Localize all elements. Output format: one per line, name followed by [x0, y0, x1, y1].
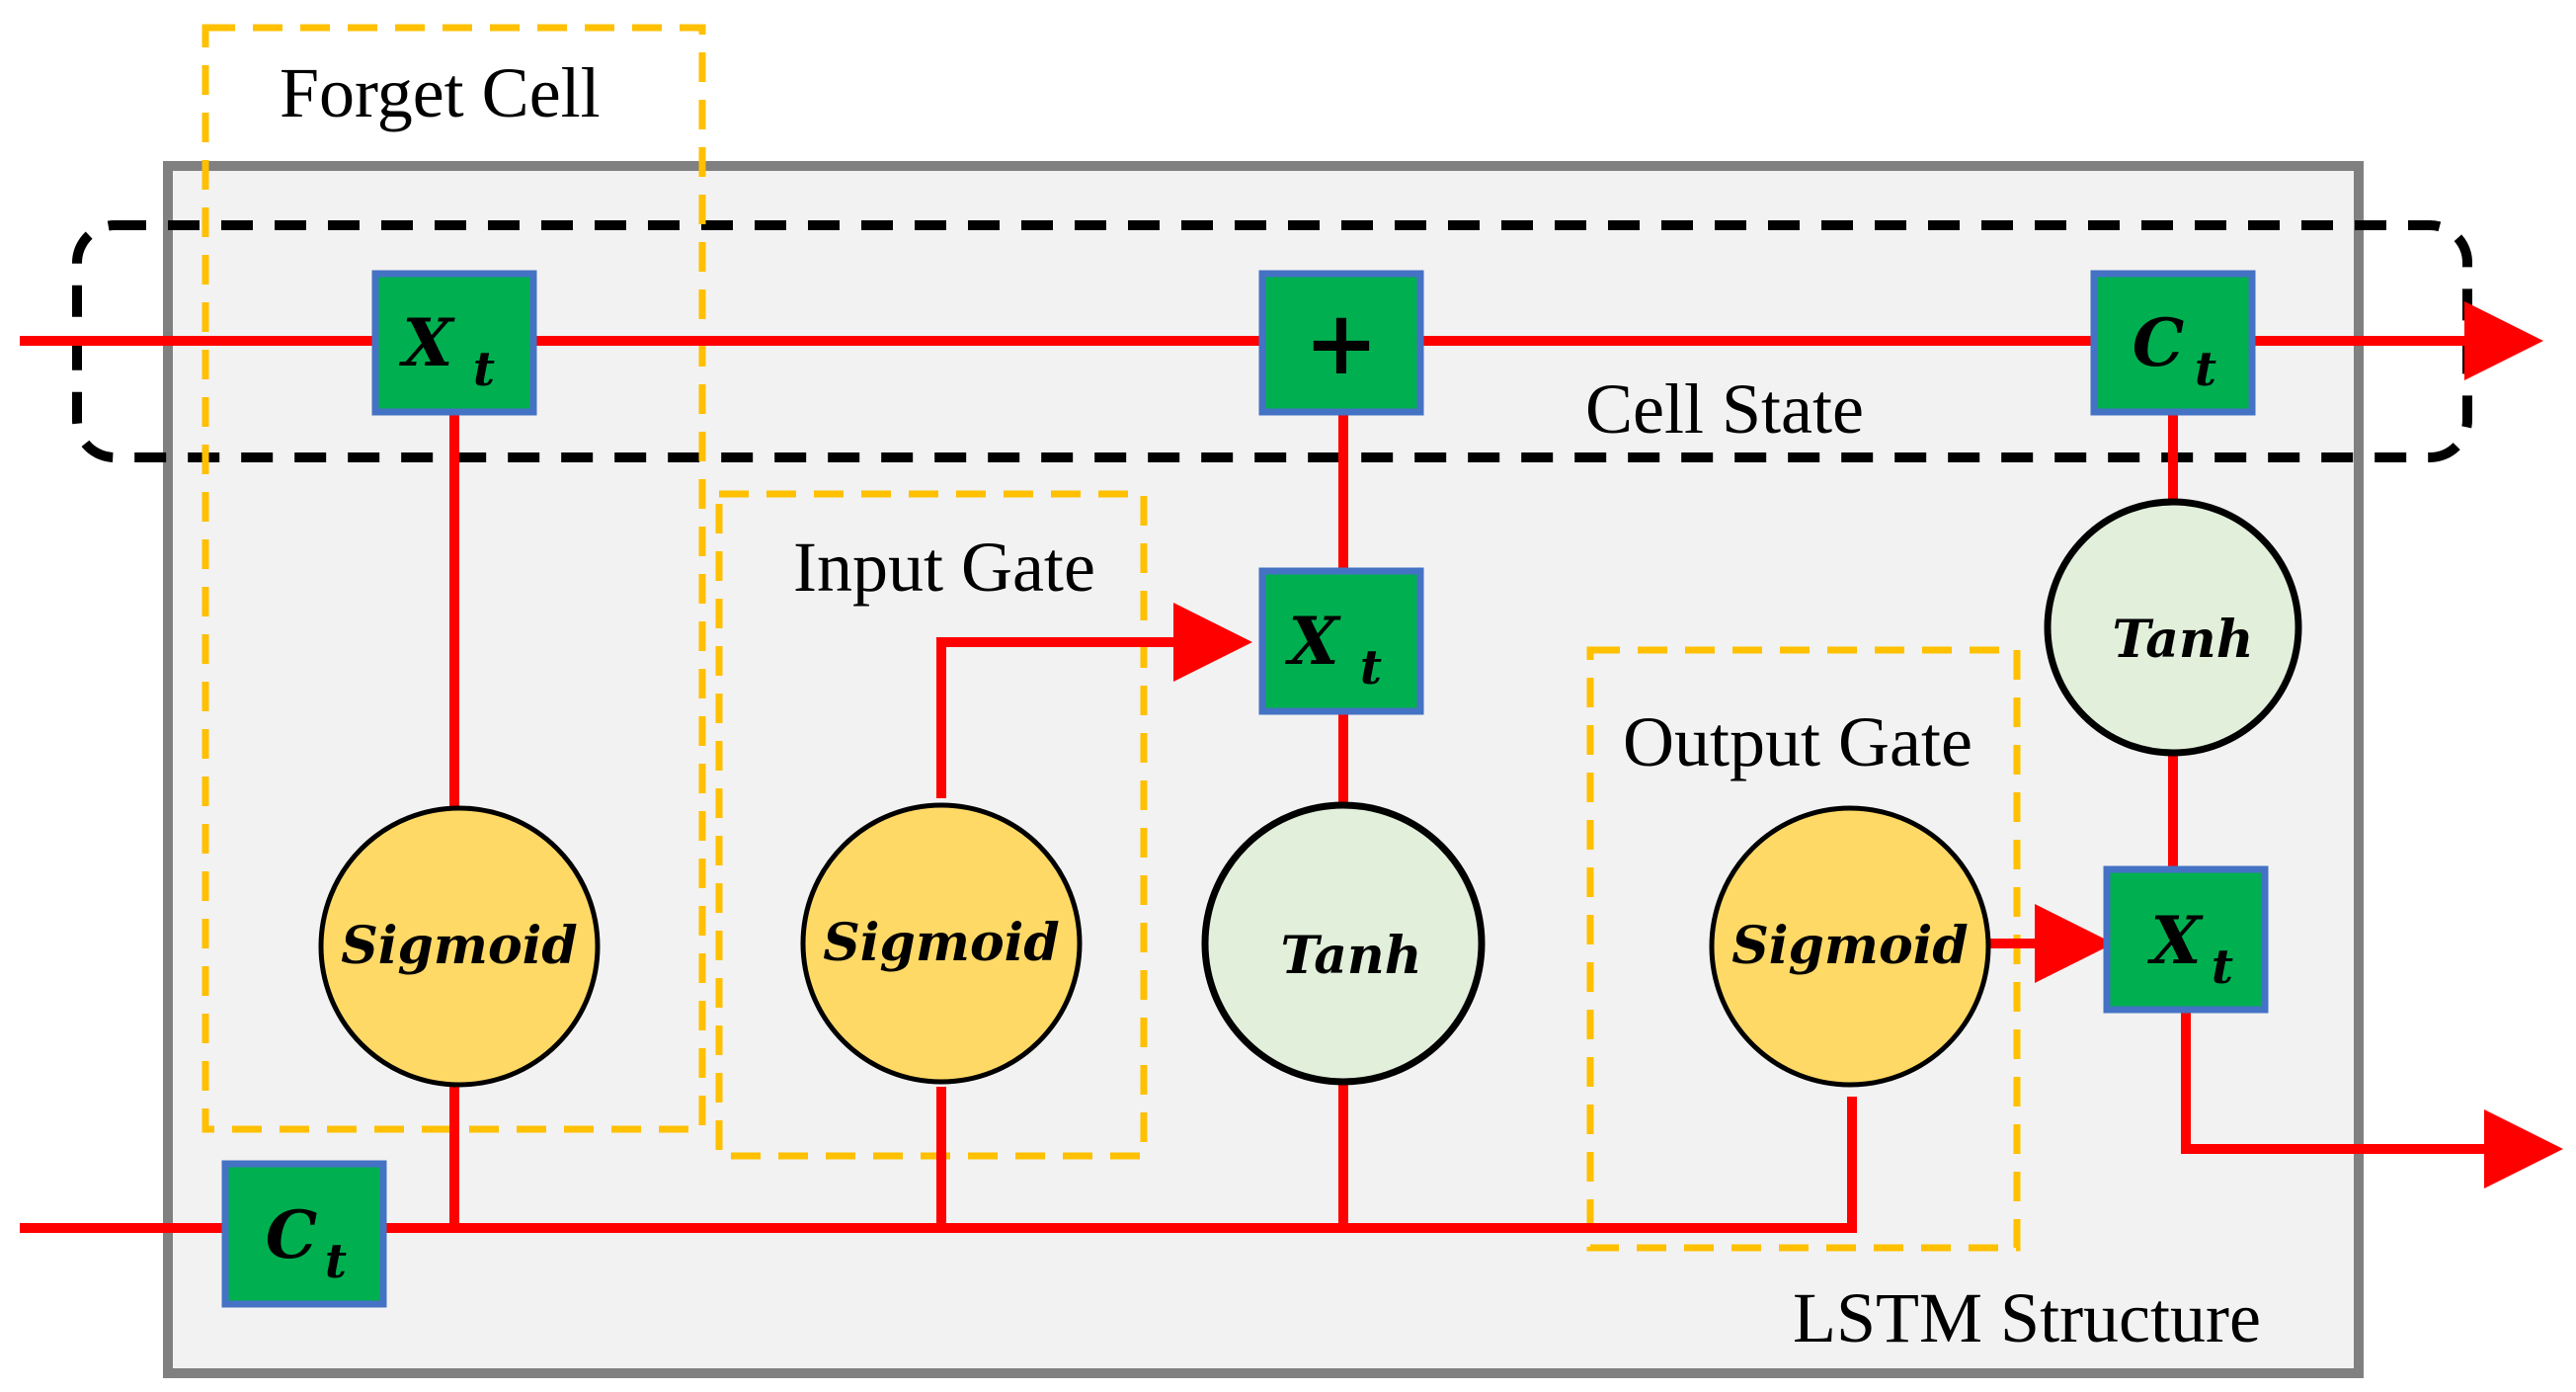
input-cell-state-subscript: t: [325, 1234, 347, 1289]
output-sigmoid-node: Sigmoid: [1709, 805, 1991, 1088]
output-tanh-node: Tanh: [2044, 498, 2302, 757]
output-tanh-label: Tanh: [2112, 610, 2253, 670]
input-multiply-subscript: t: [1360, 640, 1382, 696]
cell-add-box: +: [1258, 270, 1424, 416]
input-multiply-box: X t: [1258, 567, 1424, 715]
output-gate-box: [1586, 646, 2021, 1252]
input-sigmoid-to-multiply-line: [936, 603, 1252, 798]
input-cell-state-symbol: C: [266, 1196, 318, 1273]
forget-multiply-subscript: t: [473, 342, 495, 397]
input-sigmoid-label: Sigmoid: [823, 913, 1059, 973]
input-gate-label: Input Gate: [793, 528, 1095, 607]
cell-add-symbol: +: [1304, 290, 1378, 395]
input-tanh-label: Tanh: [1280, 926, 1421, 986]
forget-multiply-symbol: X: [398, 304, 455, 381]
cell-state-output-symbol: C: [2133, 304, 2185, 381]
forget-cell-box: [201, 24, 706, 1133]
output-gate-label: Output Gate: [1623, 702, 1972, 781]
output-multiply-symbol: X: [2146, 902, 2204, 979]
input-cell-state-box: C t: [221, 1160, 387, 1308]
lstm-structure-label: LSTM Structure: [1793, 1278, 2261, 1357]
input-sigmoid-node: Sigmoid: [800, 802, 1083, 1085]
output-line: [2181, 988, 2563, 1188]
input-gate-box: [715, 490, 1148, 1160]
cell-state-output-subscript: t: [2195, 342, 2216, 397]
forget-sigmoid-node: Sigmoid: [318, 805, 601, 1088]
output-sigmoid-label: Sigmoid: [1731, 916, 1968, 976]
input-tanh-node: Tanh: [1201, 801, 1486, 1086]
input-multiply-symbol: X: [1284, 603, 1341, 680]
output-sigmoid-down-line: [1847, 1097, 1857, 1233]
forget-sigmoid-label: Sigmoid: [341, 916, 577, 976]
forget-cell-label: Forget Cell: [280, 53, 601, 132]
output-multiply-subscript: t: [2212, 940, 2233, 995]
cell-state-output-box: C t: [2090, 270, 2256, 416]
forget-multiply-box: X t: [371, 270, 537, 416]
output-multiply-box: X t: [2103, 865, 2269, 1014]
cell-state-label: Cell State: [1585, 369, 1864, 449]
